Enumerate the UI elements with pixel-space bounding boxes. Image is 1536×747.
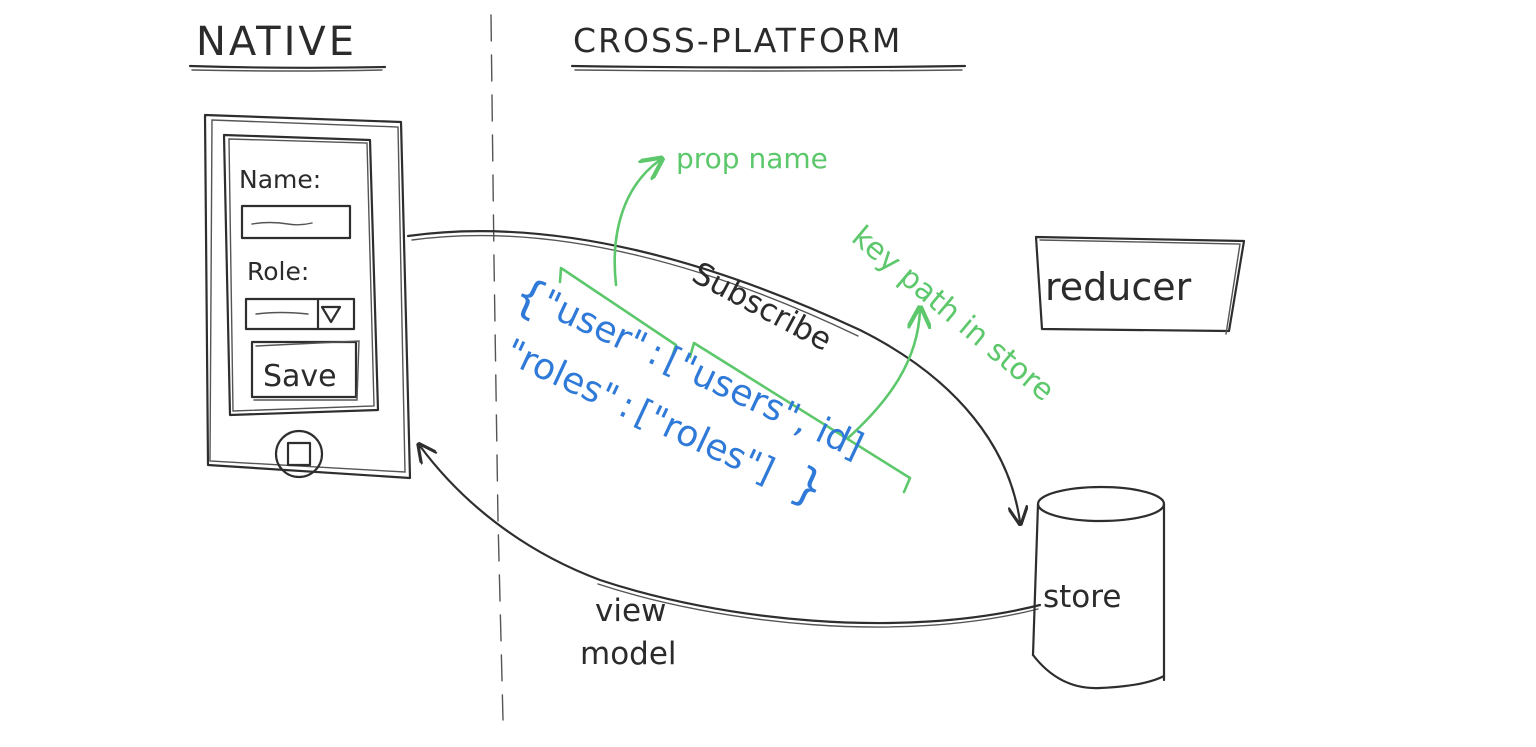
prop-name-arrow xyxy=(613,160,660,287)
save-button xyxy=(250,340,358,399)
phone-frame-stroke2 xyxy=(209,119,406,473)
view-model-arrow xyxy=(420,446,1042,625)
name-input-scribble xyxy=(251,221,313,226)
mapping-code: { "user" : ["users", id] "roles" : ["rol… xyxy=(498,266,869,517)
name-input xyxy=(240,204,352,240)
view-model-label-line2: model xyxy=(580,636,677,672)
heading-cross-platform-underline xyxy=(570,64,967,69)
store-label: store xyxy=(1043,579,1121,615)
reducer-box xyxy=(1034,235,1246,333)
prop-name-bracket xyxy=(558,266,678,359)
reducer-box-stroke2 xyxy=(1039,239,1241,335)
save-button-stroke2 xyxy=(253,340,360,401)
role-field-label: Role: xyxy=(247,257,309,286)
store-cylinder: store xyxy=(1031,485,1166,690)
phone-screen xyxy=(222,133,380,417)
view-model-arrow-stroke2 xyxy=(597,583,1039,628)
prop-name-label: prop name xyxy=(676,142,828,175)
key-path-bracket xyxy=(688,341,912,494)
subscribe-arrow-stroke2 xyxy=(411,234,859,337)
phone-frame xyxy=(203,113,412,480)
store-cylinder-top xyxy=(1036,485,1166,523)
subscribe-label: Subscribe xyxy=(686,255,837,358)
save-button-label: Save xyxy=(263,359,337,394)
heading-native: NATIVE xyxy=(196,19,357,65)
key-path-arrow xyxy=(846,310,920,440)
heading-native-underline xyxy=(188,64,387,69)
role-select xyxy=(244,297,356,331)
reducer-label: reducer xyxy=(1045,265,1192,309)
view-model-label-line1: view xyxy=(595,593,666,629)
mapping-close-brace: } xyxy=(784,455,833,516)
phone-mockup: Name: Role: Save xyxy=(203,113,412,480)
name-field-label: Name: xyxy=(239,165,321,194)
home-button xyxy=(274,429,324,479)
heading-cross-platform: CROSS-PLATFORM xyxy=(573,21,902,60)
store-cylinder-left xyxy=(1031,502,1040,657)
heading-native-underline-stroke2 xyxy=(191,69,383,72)
heading-cross-platform-underline-stroke2 xyxy=(574,69,963,72)
chevron-down-icon xyxy=(320,305,342,324)
phone-screen-stroke2 xyxy=(228,138,375,412)
subscribe-arrow xyxy=(406,230,1020,522)
key-path-label: key path in store xyxy=(845,219,1061,408)
role-select-scribble xyxy=(255,311,309,315)
store-cylinder-bottom xyxy=(1031,653,1166,690)
home-button-square xyxy=(286,441,312,467)
platform-divider xyxy=(490,14,504,721)
